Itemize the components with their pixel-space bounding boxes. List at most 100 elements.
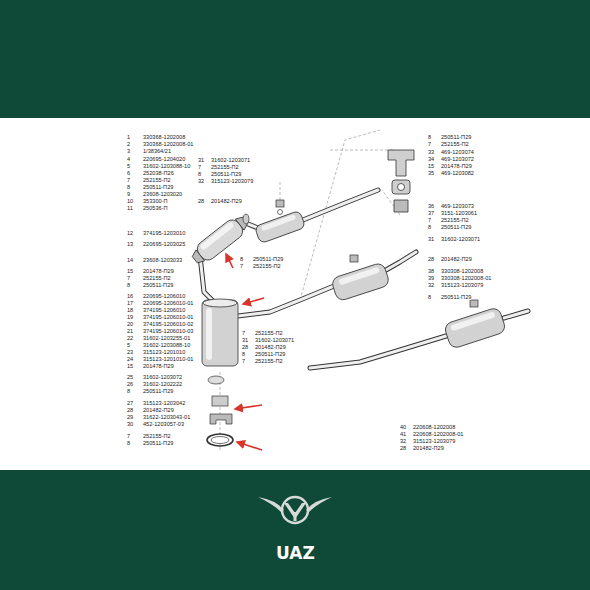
part-number: 252155-П2: [255, 330, 283, 336]
callout-number: 12: [127, 230, 133, 236]
callout-number: 17: [127, 300, 133, 306]
part-number: 250511-П29: [143, 282, 173, 288]
callout-number: 28: [242, 344, 248, 350]
part-number: 469-1203072: [441, 156, 474, 162]
callout-number: 7: [198, 164, 201, 170]
part-number: 315123-1203042: [143, 400, 185, 406]
callout-number: 8: [242, 351, 245, 357]
top-band: [0, 0, 590, 118]
part-number: 353300-П: [143, 198, 168, 204]
part-number: 220695-1204020: [143, 156, 185, 162]
callout-number: 31: [428, 236, 434, 242]
callout-number: 20: [127, 321, 133, 327]
callout-number: 15: [127, 268, 133, 274]
part-number: 374195-1206010: [143, 307, 185, 313]
part-number: 31602-1203088-10: [143, 163, 190, 169]
part-number: 330308-1202008: [441, 268, 483, 274]
callout-number: 8: [428, 224, 431, 230]
part-number: 31622-1203043-01: [143, 414, 190, 420]
callout-number: 8: [127, 282, 130, 288]
part-number: 250511-П29: [143, 184, 173, 190]
part-number: 252155-П2: [253, 263, 281, 269]
callout-number: 24: [127, 356, 133, 362]
callout-number: 8: [198, 171, 201, 177]
callout-number: 28: [127, 407, 133, 413]
callout-number: 8: [127, 388, 130, 394]
part-number: 220608-1202008: [413, 424, 455, 430]
part-number: 31602-1203071: [211, 157, 250, 163]
part-number: 469-1203074: [441, 149, 474, 155]
part-number: 220695-1203025: [143, 241, 185, 247]
callout-number: 8: [428, 134, 431, 140]
bottom-band: [0, 470, 590, 590]
callout-number: 7: [242, 330, 245, 336]
callout-number: 22: [127, 335, 133, 341]
callout-number: 7: [127, 433, 130, 439]
part-number: 1/38364/21: [143, 148, 171, 154]
callout-number: 13: [127, 241, 133, 247]
callout-number: 8: [127, 440, 130, 446]
callout-number: 33: [428, 149, 434, 155]
part-number: 220695-1206010: [143, 293, 185, 299]
part-number: 330368-1202008-01: [143, 141, 193, 147]
callout-number: 7: [127, 177, 130, 183]
drawing-panel: [0, 118, 590, 470]
callout-number: 18: [127, 307, 133, 313]
callout-number: 11: [127, 205, 133, 211]
part-number: 220695-1206010-01: [143, 300, 193, 306]
part-number: 250511-П29: [441, 224, 471, 230]
callout-number: 7: [428, 141, 431, 147]
part-number: 201478-П29: [143, 363, 174, 369]
callout-number: 36: [428, 203, 434, 209]
callout-number: 39: [428, 275, 434, 281]
brand-name: UAZ: [276, 543, 315, 563]
callout-number: 9: [127, 191, 130, 197]
part-number: 23608-1203033: [143, 257, 182, 263]
callout-number: 21: [127, 328, 133, 334]
part-number: 201482-П29: [413, 445, 444, 451]
part-number: 250511-П29: [143, 388, 173, 394]
callout-number: 5: [127, 342, 130, 348]
callout-number: 25: [127, 374, 133, 380]
callout-number: 38: [428, 268, 434, 274]
callout-number: 8: [240, 256, 243, 262]
callout-number: 10: [127, 198, 133, 204]
callout-number: 31: [242, 337, 248, 343]
callout-number: 4: [127, 156, 130, 162]
part-number: 330308-1202008-01: [441, 275, 491, 281]
callout-number: 26: [127, 381, 133, 387]
callout-number: 3: [127, 148, 130, 154]
part-number: 201482-П29: [255, 344, 286, 350]
callout-number: 23: [127, 349, 133, 355]
part-number: 201482-П29: [211, 198, 242, 204]
part-number: 31602-1203088-10: [143, 342, 190, 348]
callout-number: 2: [127, 141, 130, 147]
part-number: 23608-1203020: [143, 191, 182, 197]
callout-number: 8: [428, 294, 431, 300]
part-number: 3151-1203061: [441, 210, 477, 216]
part-number: 201482-П29: [143, 407, 174, 413]
callout-number: 35: [428, 170, 434, 176]
callout-number: 28: [198, 198, 204, 204]
callout-number: 7: [428, 217, 431, 223]
callout-number: 37: [428, 210, 434, 216]
part-number: 250511-П29: [441, 294, 471, 300]
callout-number: 19: [127, 314, 133, 320]
callout-number: 7: [127, 275, 130, 281]
part-number: 250511-П29: [253, 256, 283, 262]
part-number: 31602-1203255-01: [143, 335, 190, 341]
callout-number: 29: [127, 414, 133, 420]
part-number: 250511-П29: [143, 440, 173, 446]
part-number: 201478-П29: [143, 268, 174, 274]
part-number: 250511-П29: [211, 171, 241, 177]
callout-number: 27: [127, 400, 133, 406]
part-number: 315123-1201010: [143, 349, 185, 355]
callout-number: 28: [428, 256, 434, 262]
callout-number: 41: [400, 431, 406, 437]
part-number: 330368-1202008: [143, 134, 185, 140]
part-number: 374195-1206010-01: [143, 314, 193, 320]
part-number: 220608-1202008-01: [413, 431, 463, 437]
part-number: 252155-П2: [441, 141, 469, 147]
